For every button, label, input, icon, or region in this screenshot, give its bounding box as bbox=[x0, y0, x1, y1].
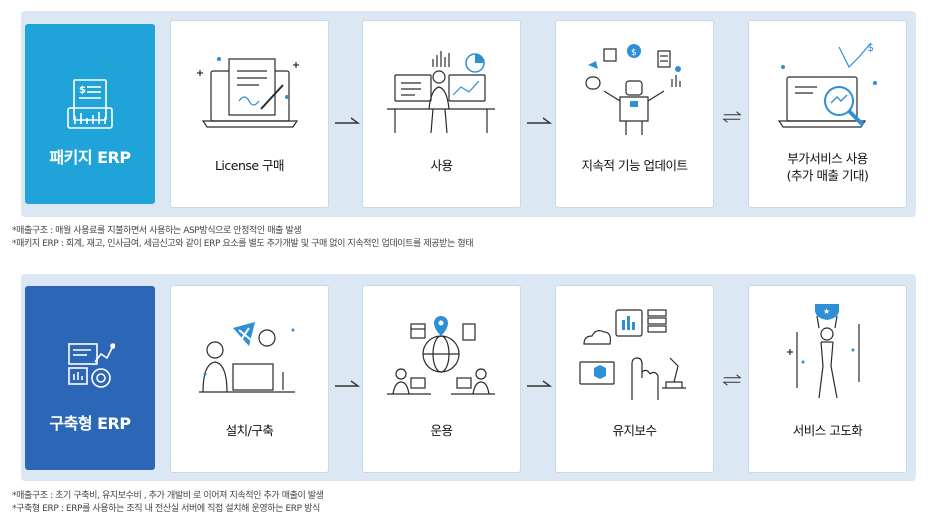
step-maintenance-label: 유지보수 bbox=[612, 423, 657, 438]
built-erp-title: 구축형 ERP bbox=[49, 414, 131, 433]
section1-note-revenue: *매출구조 : 매월 사용료를 지불하면서 사용하는 ASP방식으로 안정적인 … bbox=[12, 226, 302, 236]
exchange-arrows-icon bbox=[722, 374, 742, 386]
engineer-with-tools-icon bbox=[199, 322, 295, 393]
package-erp-label-box: $ 패키지 ERP bbox=[25, 24, 155, 204]
person-at-computer-icon bbox=[387, 51, 495, 134]
section1-note-definition: *패키지 ERP : 회계, 재고, 인사급여, 세금신고와 같이 ERP 요소… bbox=[12, 239, 474, 249]
step-addon-service-label: 부가서비스 사용 (추가 매출 기대) bbox=[786, 151, 869, 183]
step-use-card: 사용 bbox=[362, 20, 521, 208]
document-dollar-icon: $ bbox=[67, 79, 113, 129]
person-holding-trophy-icon: ★ bbox=[787, 304, 860, 399]
hand-touch-server-icon bbox=[579, 309, 686, 400]
robot-with-floating-icons-icon: $ bbox=[585, 44, 681, 135]
step-continuous-update-card: $ 지속적 기능 업데이트 bbox=[555, 20, 714, 208]
built-erp-label-box: 구축형 ERP bbox=[25, 286, 155, 470]
svg-text:$: $ bbox=[79, 85, 86, 96]
step-use-label: 사용 bbox=[430, 158, 453, 173]
arrow-right-icon bbox=[335, 117, 360, 124]
step-install-build-label: 설치/구축 bbox=[225, 423, 274, 438]
step-addon-service-card: $ 부가서비스 사용 (추가 매출 기대) bbox=[748, 20, 907, 208]
arrow-right-icon bbox=[527, 117, 552, 124]
step-maintenance-card: 유지보수 bbox=[555, 285, 714, 473]
step-operate-label: 운용 bbox=[430, 423, 453, 438]
step-service-advancement-label: 서비스 고도화 bbox=[792, 423, 863, 438]
svg-text:$: $ bbox=[631, 48, 637, 58]
step-install-build-card: 설치/구축 bbox=[170, 285, 329, 473]
package-erp-title: 패키지 ERP bbox=[49, 148, 131, 167]
globe-workstations-icon bbox=[387, 316, 495, 395]
step-license-purchase-label: License 구매 bbox=[214, 158, 285, 173]
step-license-purchase-card: License 구매 bbox=[170, 20, 329, 208]
section2-note-revenue: *매출구조 : 초기 구축비, 유지보수비 , 추가 개발비 로 이어져 지속적… bbox=[12, 491, 324, 501]
step-operate-card: 운용 bbox=[362, 285, 521, 473]
svg-text:★: ★ bbox=[823, 307, 830, 316]
step-service-advancement-card: ★ 서비스 고도화 bbox=[748, 285, 907, 473]
svg-text:$: $ bbox=[867, 41, 874, 54]
section2-note-definition: *구축형 ERP : ERP를 사용하는 조직 내 전산실 서버에 직접 설치해… bbox=[12, 504, 320, 514]
step-continuous-update-label: 지속적 기능 업데이트 bbox=[581, 158, 688, 173]
exchange-arrows-icon bbox=[722, 111, 742, 123]
laptop-magnifier-chart-icon: $ bbox=[777, 41, 877, 128]
chart-gear-icon bbox=[68, 343, 115, 388]
laptop-document-pen-icon bbox=[197, 57, 299, 128]
arrow-right-icon bbox=[335, 380, 360, 387]
arrow-right-icon bbox=[527, 380, 552, 387]
